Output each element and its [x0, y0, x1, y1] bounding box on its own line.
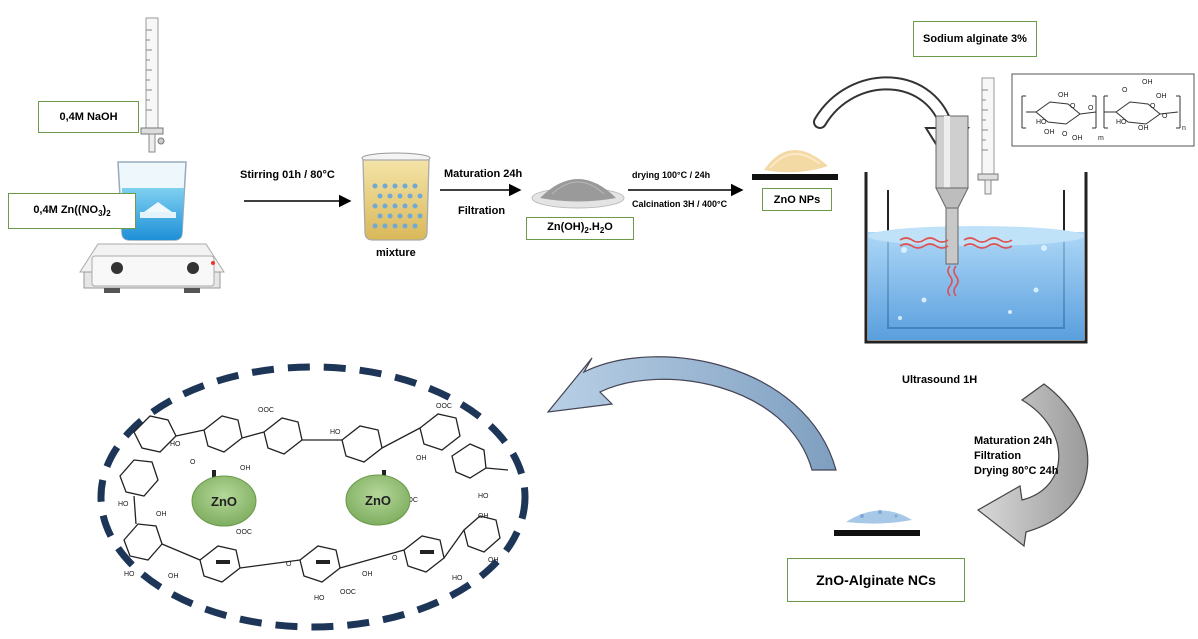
zno-particle-1: ZnO — [191, 475, 257, 527]
group-label: HO — [478, 493, 489, 500]
maturation-label: Maturation 24h — [444, 168, 523, 180]
group-label: OOC — [236, 529, 252, 536]
alg-label: O — [1162, 113, 1168, 120]
product-label: ZnO-Alginate NCs — [816, 572, 936, 588]
product-label-box: ZnO-Alginate NCs — [787, 558, 965, 602]
alg-label: OH — [1142, 79, 1153, 86]
group-label: HO — [314, 595, 325, 602]
calcination-label: Calcination 3H / 400°C — [632, 199, 728, 209]
naoh-label: 0,4M NaOH — [59, 111, 118, 123]
curved-arrow-to-nanocomposite — [546, 356, 837, 471]
alg-label: HO — [1116, 119, 1127, 126]
alg-sub-n: n — [1182, 125, 1186, 132]
zno-nps-label-box: ZnO NPs — [762, 188, 832, 211]
zno-powder-icon — [752, 149, 838, 180]
group-label: OOC — [436, 403, 452, 410]
group-label: O — [286, 561, 292, 568]
group-label: HO — [330, 429, 341, 436]
filtration-label: Filtration — [458, 205, 506, 217]
naoh-label-box: 0,4M NaOH — [38, 101, 139, 133]
group-label: OOC — [340, 589, 356, 596]
hotplate-icon — [79, 243, 225, 293]
group-label: OOC — [258, 407, 274, 414]
alg-label: OH — [1044, 129, 1055, 136]
group-label: O — [392, 555, 398, 562]
alg-label: O — [1070, 103, 1076, 110]
group-label: HO — [124, 571, 135, 578]
sodium-alginate-label: Sodium alginate 3% — [923, 33, 1027, 45]
group-label: OH — [416, 455, 427, 462]
zno-particle-2: ZnO — [345, 474, 411, 526]
group-label: O — [190, 459, 196, 466]
alg-label: O — [1062, 131, 1068, 138]
zn-nitrate-label-box: 0,4M Zn((NO3)2 — [8, 193, 136, 229]
zno-nps-label: ZnO NPs — [773, 193, 821, 206]
group-label: HO — [170, 441, 181, 448]
group-label: HO — [452, 575, 463, 582]
alginate-structure-icon: OH O HO OH O OH O HO OH O O OH O OH m n — [1011, 73, 1195, 147]
alg-sub-m: m — [1098, 135, 1104, 142]
zn-nitrate-label: 0,4M Zn((NO3)2 — [33, 203, 111, 219]
sodium-alginate-label-box: Sodium alginate 3% — [913, 21, 1037, 57]
zn-oh-label: Zn(OH)2.H2O — [547, 221, 613, 236]
post-maturation-label: Maturation 24h — [974, 435, 1053, 447]
post-treatment-label: Maturation 24h Filtration Drying 80°C 24… — [974, 434, 1058, 479]
mixture-label: mixture — [376, 247, 416, 259]
product-powder-icon — [834, 510, 920, 536]
mixture-beaker-icon — [361, 152, 431, 241]
alg-label: HO — [1036, 119, 1047, 126]
alg-label: OH — [1156, 93, 1167, 100]
drying-label: drying 100°C / 24h — [632, 170, 711, 180]
stirring-label: Stirring 01h / 80°C — [240, 169, 335, 181]
alg-label: O — [1122, 87, 1128, 94]
group-label: OH — [240, 465, 251, 472]
burette-icon — [140, 17, 165, 153]
post-drying-label: Drying 80°C 24h — [974, 465, 1059, 477]
zn-oh-label-box: Zn(OH)2.H2O — [526, 217, 634, 240]
curved-arrow-to-product — [976, 383, 1089, 548]
alg-label: OH — [1072, 135, 1083, 142]
group-label: OH — [156, 511, 167, 518]
alg-label: O — [1150, 103, 1156, 110]
alg-label: O — [1088, 105, 1094, 112]
group-label: HO — [118, 501, 129, 508]
zn-oh-powder-icon — [531, 179, 625, 209]
group-label: OH — [488, 557, 499, 564]
zno-particle-label: ZnO — [365, 493, 391, 508]
alg-label: OH — [1138, 125, 1149, 132]
post-filtration-label: Filtration — [974, 450, 1022, 462]
ultrasound-bath-icon — [864, 77, 1088, 344]
ultrasound-label: Ultrasound 1H — [902, 374, 978, 386]
alginate-chain-sketch — [119, 413, 509, 583]
group-label: OH — [362, 571, 373, 578]
group-label: OH — [168, 573, 179, 580]
alg-label: OH — [1058, 92, 1069, 99]
zno-particle-label: ZnO — [211, 494, 237, 509]
nanocomposite-ellipse — [97, 363, 529, 631]
group-label: OH — [478, 513, 489, 520]
